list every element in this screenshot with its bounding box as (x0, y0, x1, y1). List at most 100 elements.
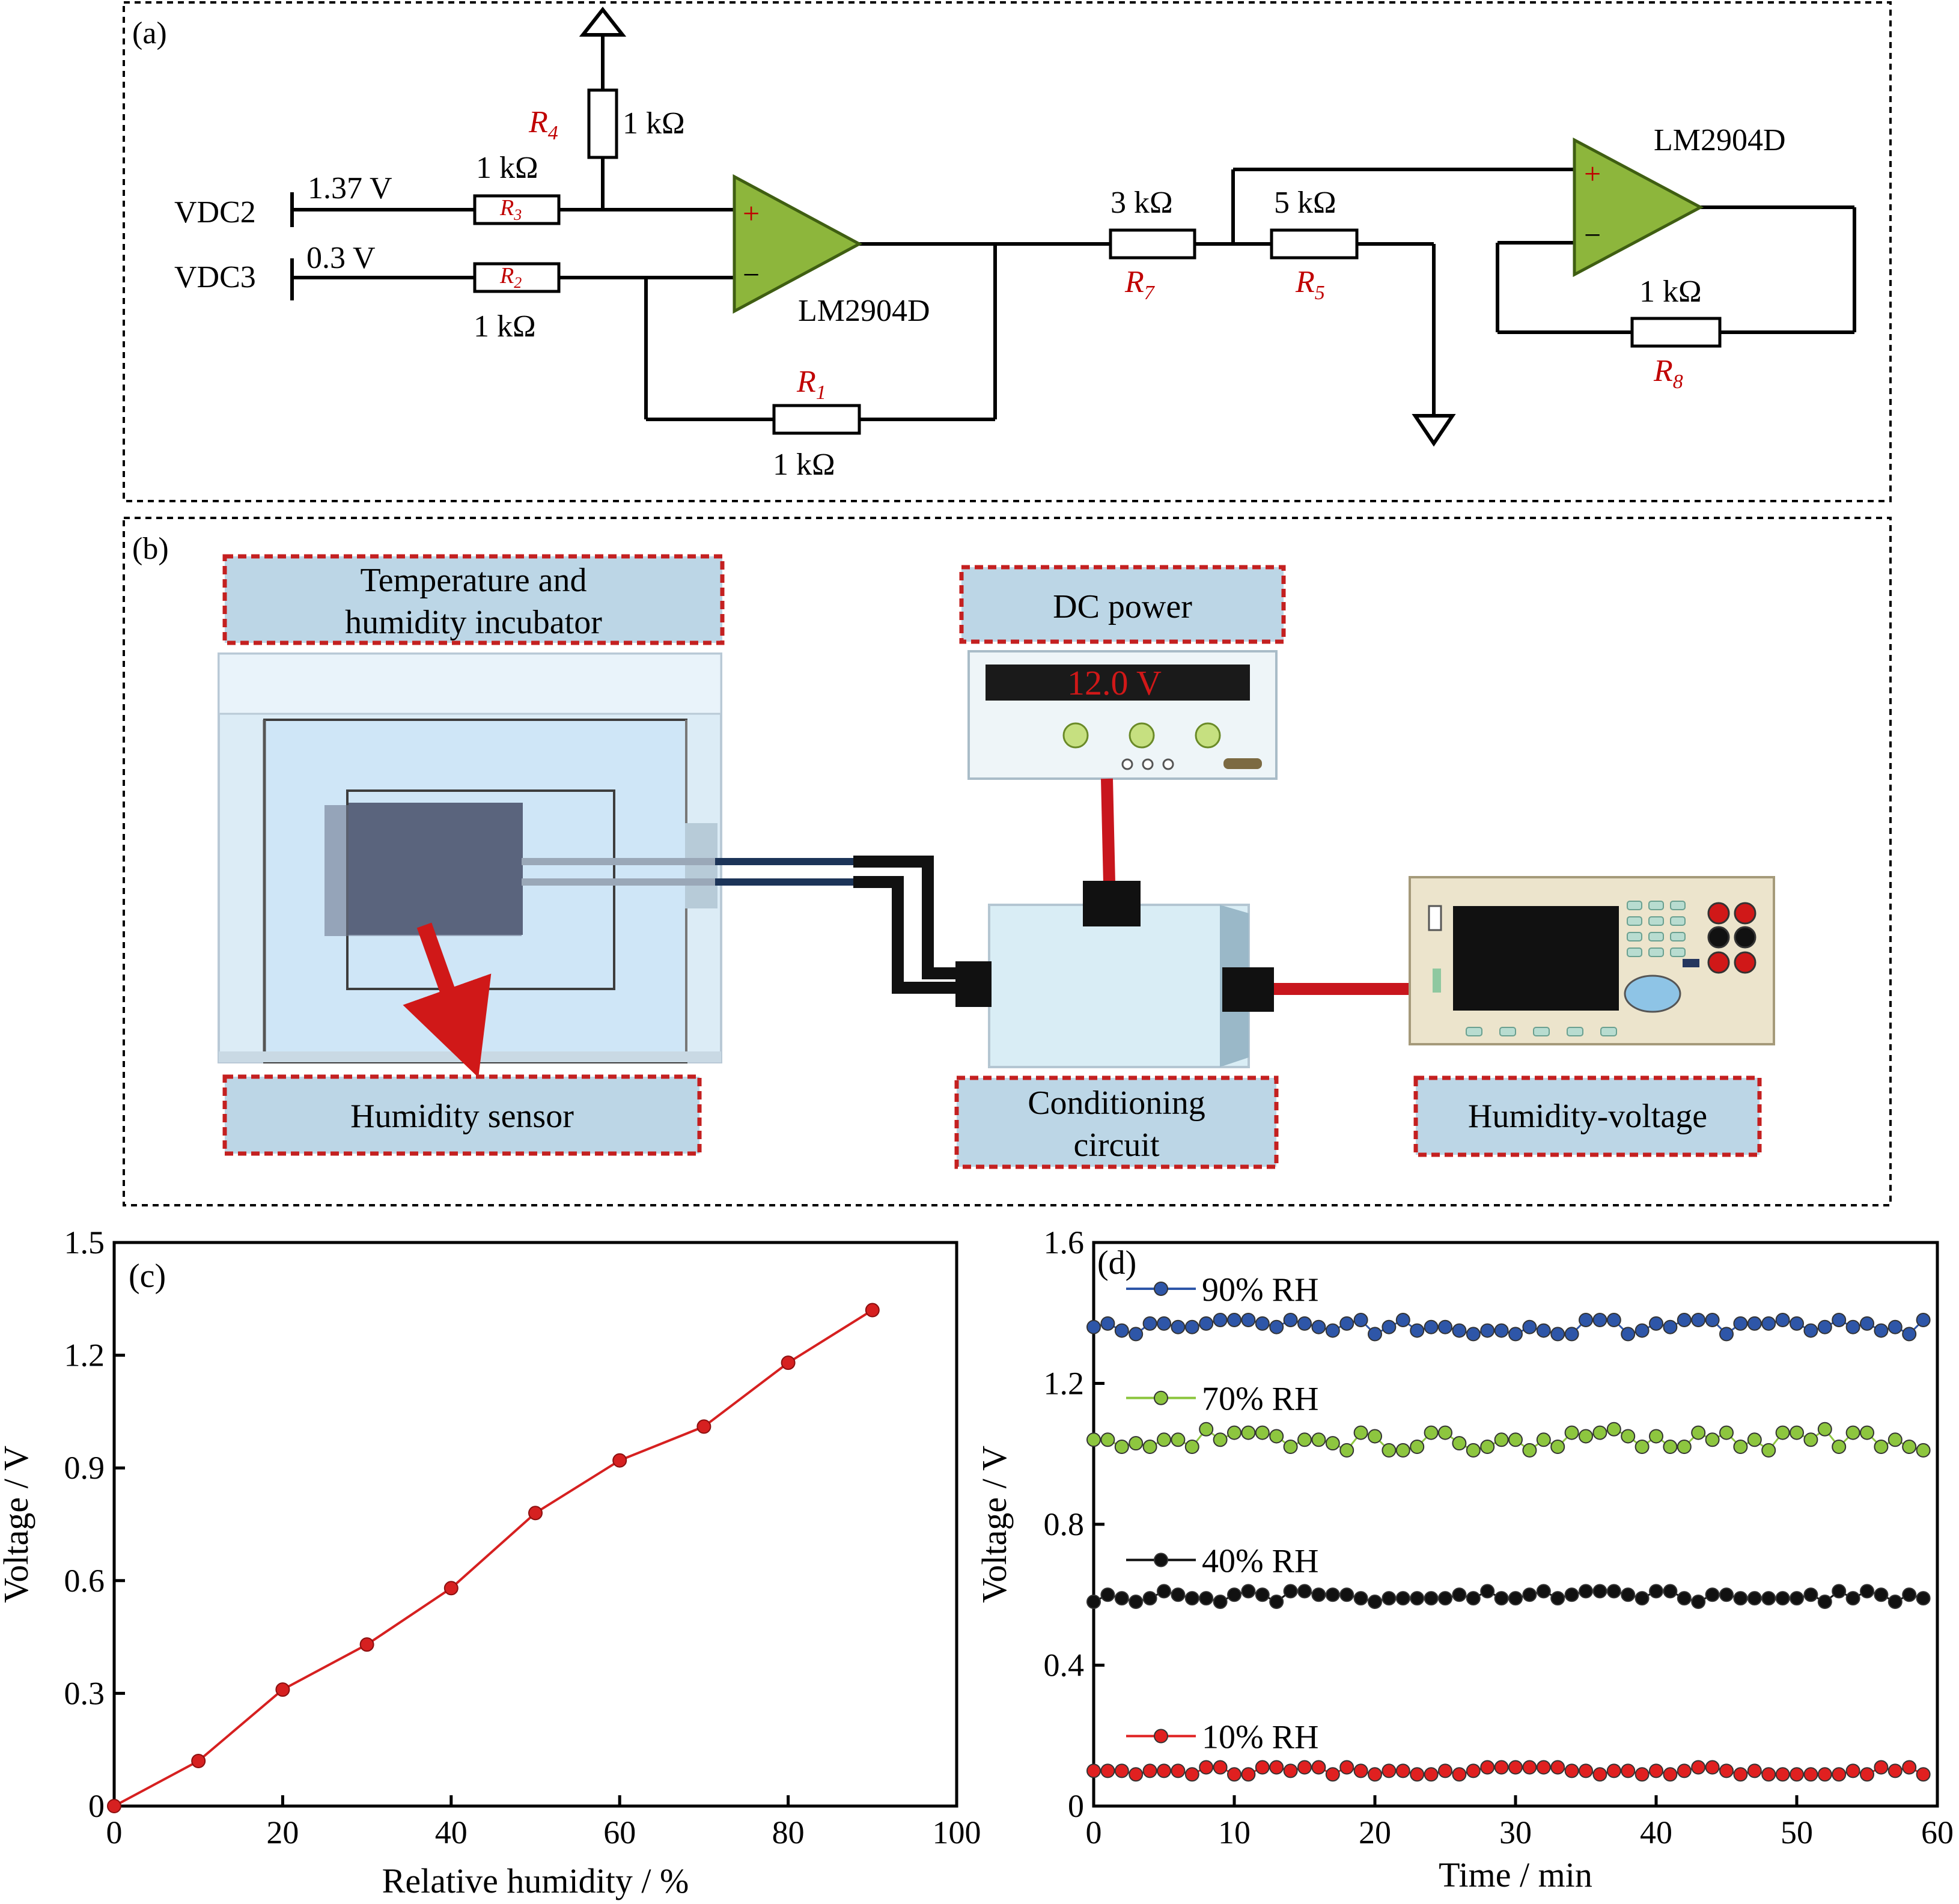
chart-d-point (1761, 1443, 1776, 1458)
chart-d-point (1550, 1440, 1565, 1455)
chart-d-point (1803, 1587, 1818, 1602)
chart-c-point (359, 1637, 374, 1652)
chart-d-point (1452, 1436, 1467, 1451)
panel-c-label: (c) (129, 1258, 166, 1295)
chart-d-point (1382, 1763, 1397, 1778)
chart-d-point (1339, 1587, 1354, 1602)
chart-d-legend-marker (1154, 1729, 1168, 1744)
label-incubator: Temperature and humidity incubator (222, 554, 725, 645)
chart-c-series-line (114, 1309, 873, 1807)
chart-d-point (1452, 1767, 1467, 1782)
chart-d-point (1283, 1763, 1298, 1778)
opamp-2-minus: − (1584, 218, 1601, 252)
chart-d-point (1874, 1323, 1889, 1338)
chart-d-point (1860, 1316, 1874, 1331)
dc-display-value: 12.0 V (1067, 663, 1162, 702)
chart-d-point (1536, 1760, 1551, 1775)
chart-d-point (1522, 1443, 1537, 1458)
chart-d-point (1283, 1440, 1298, 1455)
chart-d-point (1255, 1760, 1270, 1775)
chart-d-point (1452, 1323, 1467, 1338)
chart-d-point (1424, 1767, 1439, 1782)
incubator-label-line2: humidity incubator (345, 604, 602, 641)
chart-d-point (1860, 1584, 1874, 1599)
chart-d-point (1775, 1312, 1790, 1327)
chart-d-point (1592, 1767, 1607, 1782)
chart-d-point (1719, 1763, 1734, 1778)
ground-arrow-icon (1412, 414, 1456, 447)
chart-d-point (1621, 1327, 1636, 1342)
opamp-1-plus: + (743, 196, 760, 230)
chart-d-point (1677, 1312, 1692, 1327)
chart-d-point (1353, 1312, 1368, 1327)
chart-d-point (1733, 1591, 1748, 1606)
chart-d-legend-marker (1154, 1281, 1168, 1296)
chart-d-point (1184, 1767, 1199, 1782)
chart-d-point (1719, 1327, 1734, 1342)
chart-d-point (1213, 1312, 1228, 1327)
chart-d-point (1255, 1316, 1270, 1331)
input-vdc3-voltage: 0.3 V (306, 241, 376, 275)
chart-d-point (1775, 1591, 1790, 1606)
chart-d-point (1874, 1760, 1889, 1775)
chart-d-point (1114, 1440, 1129, 1455)
chart-c-point (781, 1355, 796, 1370)
panel-b-label: (b) (132, 532, 169, 566)
chart-d-point (1438, 1425, 1452, 1440)
chart-d-point (1438, 1591, 1452, 1606)
chart-d-point (1171, 1432, 1186, 1447)
chart-d-point (1579, 1763, 1593, 1778)
chart-d-legend-marker (1154, 1553, 1168, 1568)
chart-d-point (1579, 1584, 1593, 1599)
chart-d-marks (1086, 1312, 1931, 1782)
chart-c-ytick-label: 1.5 (64, 1224, 105, 1261)
chart-d-point (1311, 1760, 1326, 1775)
chart-d-ytick-label: 0.4 (1044, 1647, 1085, 1683)
voltmeter-device (1409, 876, 1775, 1045)
chart-d-point (1691, 1312, 1706, 1327)
chart-d-point (1466, 1591, 1481, 1606)
chart-d-point (1508, 1432, 1523, 1447)
chart-d-point (1395, 1591, 1410, 1606)
chart-d-point (1255, 1587, 1270, 1602)
chart-d-point (1522, 1587, 1537, 1602)
chart-d-point (1564, 1587, 1579, 1602)
chart-d-point (1199, 1316, 1214, 1331)
chart-d-point (1297, 1316, 1312, 1331)
chart-d-point (1466, 1763, 1481, 1778)
chart-d-point (1142, 1591, 1157, 1606)
r8-value: 1 kΩ (1639, 275, 1702, 309)
r1-value: 1 kΩ (773, 448, 835, 482)
chart-d-legend-label: 10% RH (1202, 1719, 1318, 1756)
humidity-sensor-icon (324, 803, 715, 936)
chart-d-point (1227, 1425, 1242, 1440)
chart-d-point (1494, 1760, 1509, 1775)
chart-d-point (1916, 1312, 1931, 1327)
power-cable (1101, 778, 1115, 884)
chart-c-point (275, 1682, 290, 1697)
chart-d-point (1508, 1327, 1523, 1342)
chart-d-point (1114, 1763, 1129, 1778)
chart-d-point (1916, 1591, 1931, 1606)
chart-d-point (1114, 1591, 1129, 1606)
chart-d-point (1410, 1440, 1425, 1455)
chart-d-point (1227, 1312, 1242, 1327)
chart-d-point (1902, 1587, 1917, 1602)
r4-symbol: R4 (528, 105, 558, 144)
r2-value: 1 kΩ (474, 309, 536, 344)
chart-d-point (1438, 1319, 1452, 1334)
chart-d-point (1353, 1591, 1368, 1606)
chart-d-point (1817, 1594, 1832, 1609)
chart-c-xtick-label: 80 (772, 1814, 805, 1851)
chart-d-point (1747, 1591, 1762, 1606)
chart-d-point (1874, 1440, 1889, 1455)
chart-d-point (1579, 1429, 1593, 1444)
chart-d-point (1860, 1425, 1874, 1440)
chart-d-point (1241, 1767, 1256, 1782)
chart-d-point (1649, 1316, 1663, 1331)
chart-d-point (1705, 1587, 1720, 1602)
chart-c-xtick-label: 0 (106, 1814, 123, 1851)
chart-d-ytick-label: 0.8 (1044, 1506, 1085, 1542)
opamp-1-label: LM2904D (798, 294, 930, 328)
